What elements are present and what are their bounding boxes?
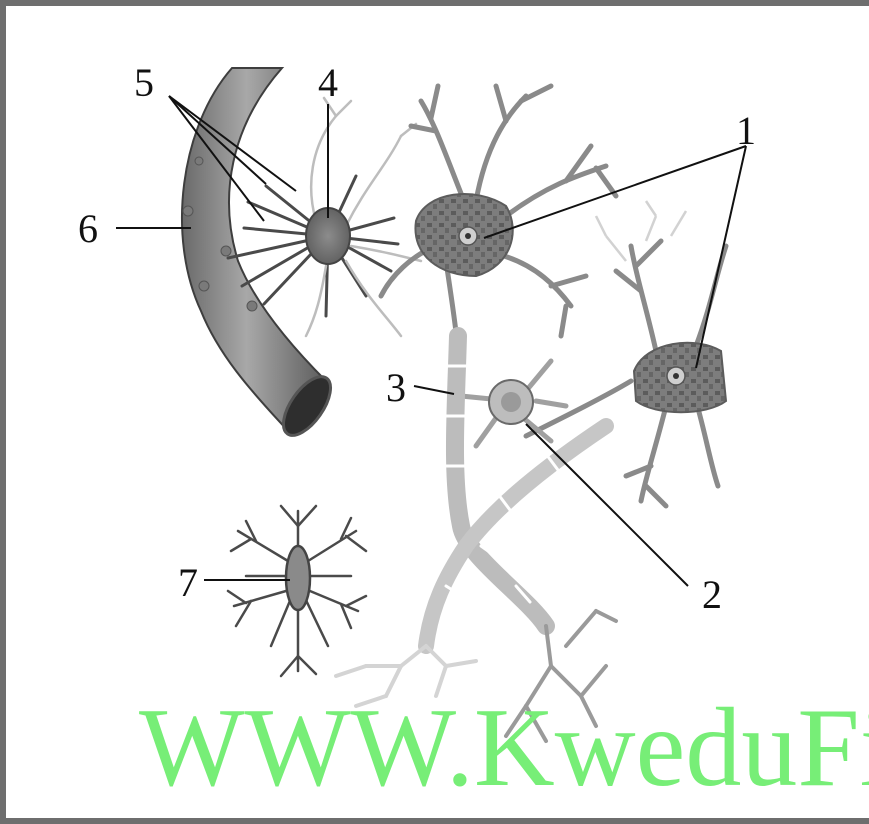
label-1: 1	[736, 108, 756, 153]
neuron-upper	[381, 86, 616, 351]
label-2: 2	[702, 572, 722, 617]
label-4: 4	[318, 60, 338, 105]
small-glial-cell	[228, 506, 366, 676]
label-3: 3	[386, 365, 406, 410]
label-5: 5	[134, 60, 154, 105]
watermark-text: WWW.KweduFiles	[139, 692, 869, 804]
label-7: 7	[178, 560, 198, 605]
label-6: 6	[78, 206, 98, 251]
oligodendrocyte	[461, 361, 566, 446]
